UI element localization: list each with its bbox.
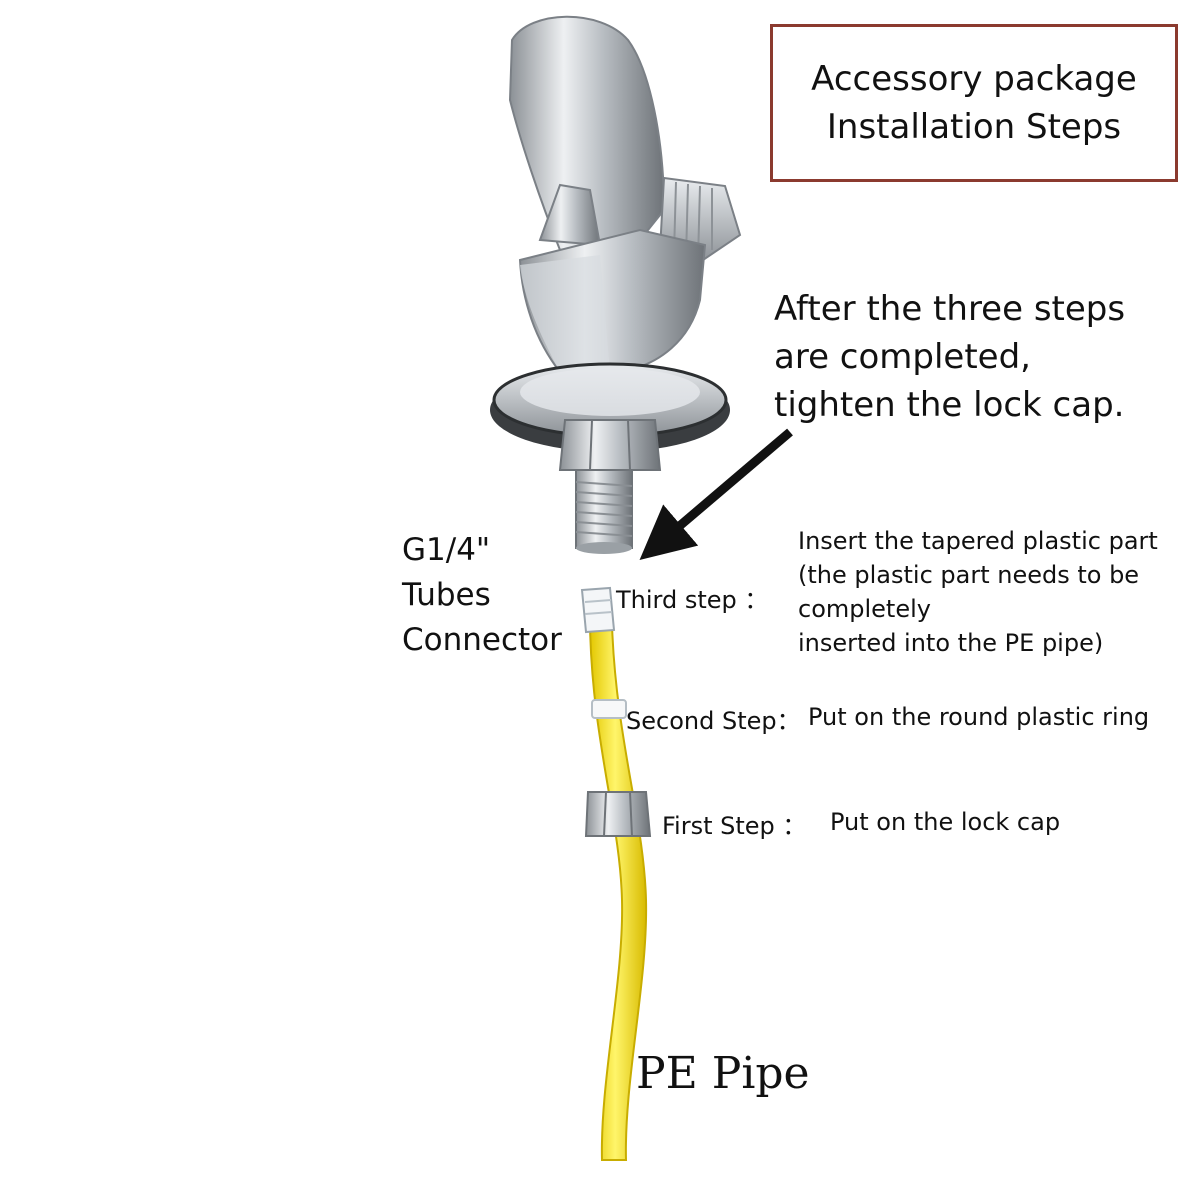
third-step-desc-line-3: completely: [798, 595, 931, 623]
pe-pipe-label: PE Pipe: [636, 1048, 810, 1099]
faucet-illustration: [490, 15, 742, 554]
lock-cap: [584, 791, 652, 837]
third-step-desc-line-2: (the plastic part needs to be: [798, 561, 1140, 589]
pointer-arrow: [639, 428, 793, 560]
connector-label-line-3: Connector: [402, 622, 562, 658]
second-step-label: Second Step：: [626, 707, 801, 735]
third-step-desc-line-1: Insert the tapered plastic part: [798, 527, 1158, 555]
third-step-label: Third step ：: [616, 586, 769, 614]
title-box: Accessory package Installation Steps: [770, 24, 1178, 182]
connector-label-line-1: G1/4": [402, 532, 491, 568]
completion-note: After the three steps are completed, tig…: [774, 285, 1125, 429]
completion-note-line-1: After the three steps: [774, 289, 1126, 329]
tapered-plastic-part: [580, 586, 616, 634]
third-step-description: Insert the tapered plastic part (the pla…: [798, 524, 1158, 660]
title-line-1: Accessory package: [811, 59, 1137, 99]
first-step-description: Put on the lock cap: [830, 808, 1061, 836]
plastic-ring: [591, 699, 627, 719]
connector-label-line-2: Tubes: [402, 577, 491, 613]
first-step-label: First Step ：: [662, 812, 807, 840]
connector-label: G1/4" Tubes Connector: [402, 528, 562, 663]
title-line-2: Installation Steps: [826, 107, 1122, 147]
second-step-description: Put on the round plastic ring: [808, 703, 1150, 731]
completion-note-line-2: are completed,: [774, 337, 1031, 377]
third-step-desc-line-4: inserted into the PE pipe): [798, 629, 1104, 657]
completion-note-line-3: tighten the lock cap.: [774, 385, 1125, 425]
